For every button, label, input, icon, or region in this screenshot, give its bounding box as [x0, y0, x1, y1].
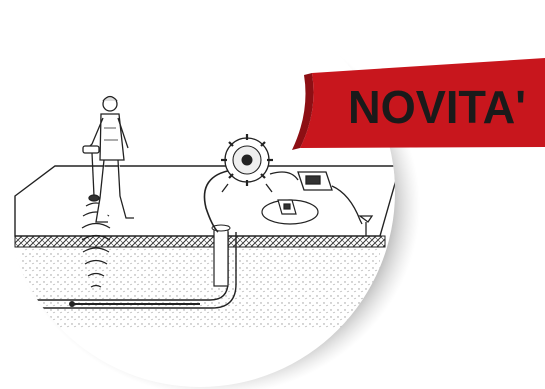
manhole-shaft — [214, 226, 228, 286]
soil-layer — [15, 236, 385, 247]
ground-surface — [15, 166, 400, 236]
badge-label: NOVITA' — [348, 81, 526, 133]
underground-soil — [20, 248, 380, 328]
sonde — [69, 301, 75, 307]
